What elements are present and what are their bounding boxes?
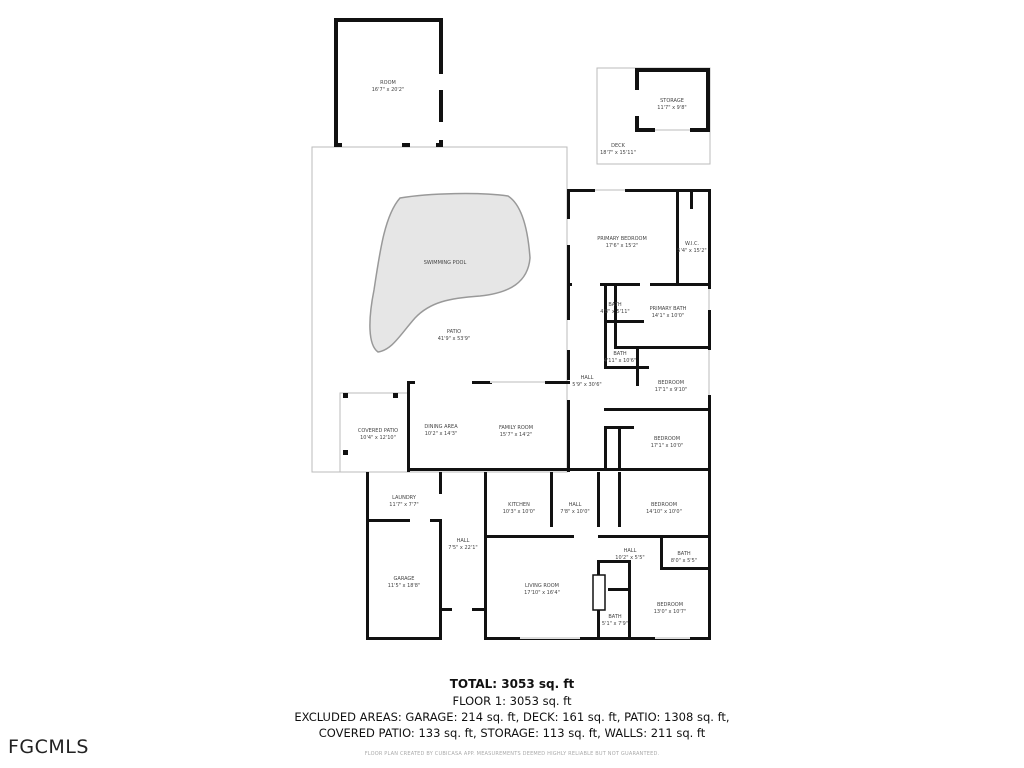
fireplace bbox=[592, 574, 606, 611]
room-dims: 16'7" x 20'2" bbox=[371, 87, 405, 93]
room-name: DECK bbox=[611, 143, 625, 149]
room-name: BATH bbox=[608, 302, 622, 308]
room-name: COVERED PATIO bbox=[357, 428, 399, 434]
room-name: GARAGE bbox=[393, 576, 415, 582]
room-name: BATH bbox=[608, 614, 622, 620]
room-dims: 11'7" x 7'7" bbox=[389, 502, 419, 508]
room-dims: 15'7" x 14'2" bbox=[499, 432, 533, 438]
room-name: HALL bbox=[623, 548, 637, 554]
room-name: PRIMARY BATH bbox=[649, 306, 687, 312]
room-label-wic: W.I.C.5'4" x 15'2" bbox=[677, 241, 706, 255]
room-dims: 8'0" x 5'5" bbox=[670, 558, 698, 564]
room-dims: 18'7" x 15'11" bbox=[600, 150, 636, 156]
room-name: BEDROOM bbox=[657, 380, 685, 386]
room-name: W.I.C. bbox=[684, 241, 700, 247]
room-dims: 14'10" x 10'0" bbox=[646, 509, 682, 515]
room-dims: 17'1" x 10'0" bbox=[650, 443, 684, 449]
room-name: BATH bbox=[613, 351, 627, 357]
room-name: FAMILY ROOM bbox=[498, 425, 534, 431]
excluded-areas-line-1: EXCLUDED AREAS: GARAGE: 214 sq. ft, DECK… bbox=[294, 710, 730, 724]
room-name: HALL bbox=[580, 375, 594, 381]
room-dims: 10'2" x 5'5" bbox=[615, 555, 645, 561]
room-label-pool: SWIMMING POOL bbox=[424, 260, 467, 267]
room-dims: 14'1" x 10'0" bbox=[651, 313, 685, 319]
room-dims: 17'10" x 16'4" bbox=[524, 590, 560, 596]
area-summary: TOTAL: 3053 sq. ft FLOOR 1: 3053 sq. ft … bbox=[0, 676, 1024, 757]
walls bbox=[334, 18, 711, 640]
room-dims: 10'4" x 12'10" bbox=[360, 435, 396, 441]
room-dims: 17'6" x 15'2" bbox=[605, 243, 639, 249]
excluded-areas-line-2: COVERED PATIO: 133 sq. ft, STORAGE: 113 … bbox=[318, 726, 706, 740]
room-name: BEDROOM bbox=[650, 502, 678, 508]
room-name: BEDROOM bbox=[656, 602, 684, 608]
room-name: PRIMARY BEDROOM bbox=[597, 236, 647, 242]
room-name: SWIMMING POOL bbox=[423, 260, 467, 266]
swimming-pool bbox=[369, 192, 531, 353]
room-dims: 5'1" x 7'9" bbox=[601, 621, 629, 627]
room-dims: 5'9" x 30'6" bbox=[572, 382, 602, 388]
room-name: LAUNDRY bbox=[392, 495, 416, 501]
mls-logo: FGCMLS bbox=[8, 736, 89, 758]
room-name: HALL bbox=[456, 538, 470, 544]
room-name: STORAGE bbox=[660, 98, 684, 104]
room-dims: 4'8" x 5'11" bbox=[600, 309, 630, 315]
disclaimer: FLOOR PLAN CREATED BY CUBICASA APP. MEAS… bbox=[364, 751, 660, 757]
room-dims: 41'9" x 53'9" bbox=[437, 336, 471, 342]
room-name: LIVING ROOM bbox=[524, 583, 560, 589]
room-dims: 17'1" x 9'10" bbox=[654, 387, 688, 393]
room-dims: 4'11" x 10'6" bbox=[603, 358, 637, 364]
room-dims: 5'4" x 15'2" bbox=[677, 248, 707, 254]
room-dims: 7'8" x 10'0" bbox=[560, 509, 590, 515]
windows bbox=[490, 129, 710, 639]
room-dims: 11'7" x 9'8" bbox=[657, 105, 687, 111]
room-name: ROOM bbox=[380, 80, 396, 86]
room-dims: 7'5" x 22'1" bbox=[448, 545, 478, 551]
room-name: DINING AREA bbox=[424, 424, 458, 430]
total-area: TOTAL: 3053 sq. ft bbox=[449, 677, 575, 691]
floor-area: FLOOR 1: 3053 sq. ft bbox=[452, 694, 572, 708]
room-name: KITCHEN bbox=[508, 502, 530, 508]
room-dims: 13'0" x 10'7" bbox=[653, 609, 687, 615]
room-name: HALL bbox=[568, 502, 582, 508]
room-dims: 10'3" x 10'0" bbox=[502, 509, 536, 515]
room-dims: 10'2" x 14'3" bbox=[424, 431, 458, 437]
room-name: PATIO bbox=[446, 329, 462, 335]
room-name: BATH bbox=[677, 551, 691, 557]
room-name: BEDROOM bbox=[653, 436, 681, 442]
room-dims: 11'5" x 18'8" bbox=[387, 583, 421, 589]
